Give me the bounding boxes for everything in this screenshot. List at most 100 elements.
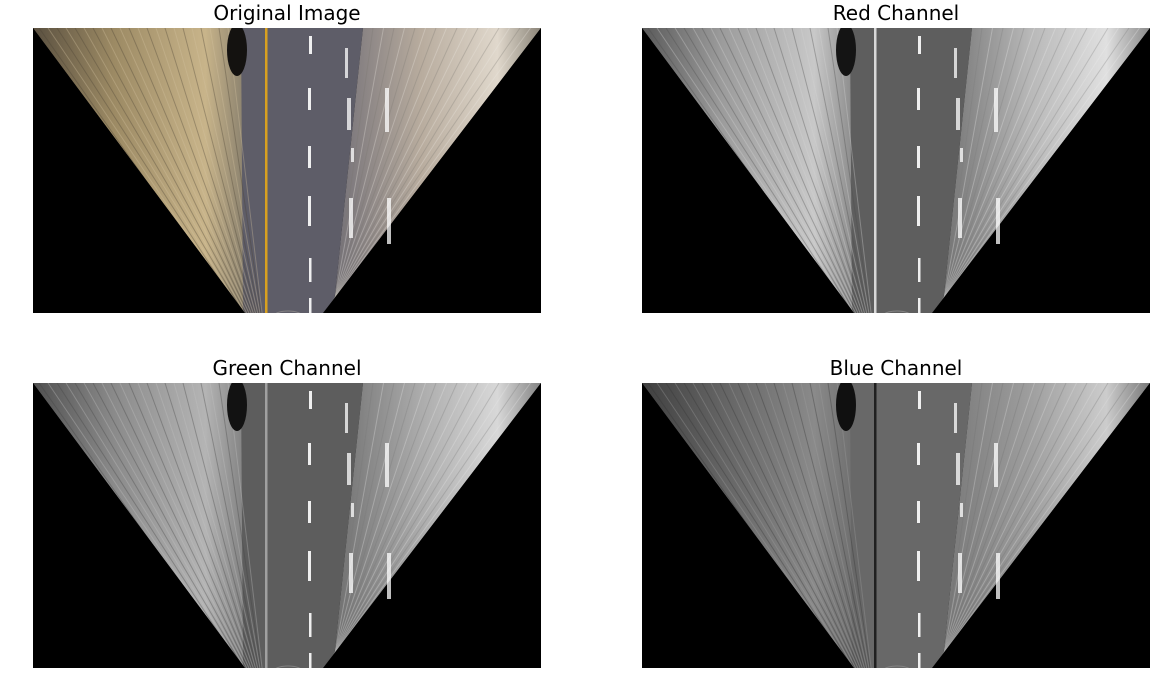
lane-dash <box>309 36 312 54</box>
shoulder-streak <box>809 28 869 313</box>
shoulder-streak <box>227 28 263 313</box>
shoulder-streak <box>325 28 500 313</box>
lane-dash <box>308 146 311 168</box>
shoulder-streak <box>324 383 521 668</box>
lane-dash <box>917 88 920 110</box>
dark-shadow <box>836 383 856 431</box>
shoulder-streak <box>164 28 255 313</box>
lane-dash <box>347 453 351 485</box>
lane-dash <box>349 553 353 593</box>
lane-dash <box>345 48 348 78</box>
shoulder-streak <box>331 28 395 313</box>
lane-dash <box>960 148 963 162</box>
shoulder-streak <box>200 383 260 668</box>
hood-reflection <box>884 310 910 313</box>
shoulder-streak <box>940 28 1004 313</box>
shoulder-streak <box>328 383 447 668</box>
lane-dash <box>960 503 963 517</box>
mask-right <box>932 28 1150 313</box>
shoulder-streak <box>137 28 252 313</box>
lane-dash <box>918 258 921 282</box>
mask-left <box>33 383 245 668</box>
red-channel-image <box>642 28 1150 313</box>
lane-dash <box>918 653 921 668</box>
lane-dash <box>918 36 921 54</box>
shoulder-streak <box>665 383 851 668</box>
shoulder-streak <box>173 383 256 668</box>
shoulder-streak <box>191 383 259 668</box>
shoulder-streak <box>935 28 1088 313</box>
shoulder-streak <box>755 383 862 668</box>
lane-dash <box>387 198 391 244</box>
lane-dash <box>996 553 1000 599</box>
shoulder-streak <box>818 383 870 668</box>
shoulder-streak <box>800 383 868 668</box>
lane-dash <box>918 613 921 637</box>
lane-dash <box>308 501 311 523</box>
shoulder-streak <box>326 28 479 313</box>
left-shoulder-inner <box>642 28 872 313</box>
lane-dash <box>385 88 389 132</box>
shoulder-streak <box>327 383 458 668</box>
blue-channel-image <box>642 383 1150 668</box>
hood-reflection <box>275 665 301 668</box>
shoulder-streak <box>330 28 416 313</box>
shoulder-streak <box>809 383 869 668</box>
shoulder-streak <box>800 28 868 313</box>
shoulder-streak <box>936 28 1067 313</box>
shoulder-streak <box>92 383 247 668</box>
shoulder-streak <box>934 383 1098 668</box>
shoulder-streak <box>83 28 245 313</box>
shoulder-streak <box>937 383 1056 668</box>
shoulder-streak <box>827 28 871 313</box>
road-surface <box>241 28 363 313</box>
lane-dash <box>309 391 312 409</box>
shoulder-streak <box>936 28 1077 313</box>
lane-dash <box>917 443 920 465</box>
shoulder-streak <box>327 383 468 668</box>
center-line <box>265 28 268 313</box>
shoulder-streak <box>218 383 262 668</box>
hood-reflection <box>884 665 910 668</box>
shoulder-streak <box>173 28 256 313</box>
shoulder-streak <box>710 383 857 668</box>
mask-right <box>932 383 1150 668</box>
shoulder-streak <box>683 28 853 313</box>
lane-dash <box>309 298 312 313</box>
lane-dash <box>387 553 391 599</box>
shoulder-streak <box>728 28 859 313</box>
shoulder-streak <box>782 383 865 668</box>
shoulder-streak <box>137 383 252 668</box>
shoulder-streak <box>710 28 857 313</box>
shoulder-streak <box>101 383 248 668</box>
shoulder-streak <box>941 28 983 313</box>
shoulder-streak <box>74 383 244 668</box>
shoulder-streak <box>934 383 1109 668</box>
shoulder-streak <box>101 28 248 313</box>
panel-title: Original Image <box>213 1 361 25</box>
road-surface <box>241 383 363 668</box>
shoulder-streak <box>940 28 993 313</box>
shoulder-streak <box>737 383 860 668</box>
dark-shadow <box>836 28 856 76</box>
shoulder-streak <box>327 28 468 313</box>
lane-dash <box>917 551 920 581</box>
shoulder-streak <box>191 28 259 313</box>
shoulder-streak <box>719 383 858 668</box>
shoulder-streak <box>935 383 1088 668</box>
shoulder-streak <box>939 28 1025 313</box>
shoulder-streak <box>146 383 253 668</box>
shoulder-streak <box>330 383 405 668</box>
shoulder-streak <box>65 383 243 668</box>
lane-dash <box>918 391 921 409</box>
shoulder-streak <box>933 28 1130 313</box>
shoulder-streak <box>331 28 384 313</box>
shoulder-streak <box>182 383 258 668</box>
shoulder-streak <box>937 383 1046 668</box>
shoulder-streak <box>692 28 854 313</box>
left-shoulder-inner <box>642 383 872 668</box>
lane-dash <box>954 48 957 78</box>
lane-dash <box>994 88 998 132</box>
lane-dash <box>351 503 354 517</box>
shoulder-streak <box>719 28 858 313</box>
